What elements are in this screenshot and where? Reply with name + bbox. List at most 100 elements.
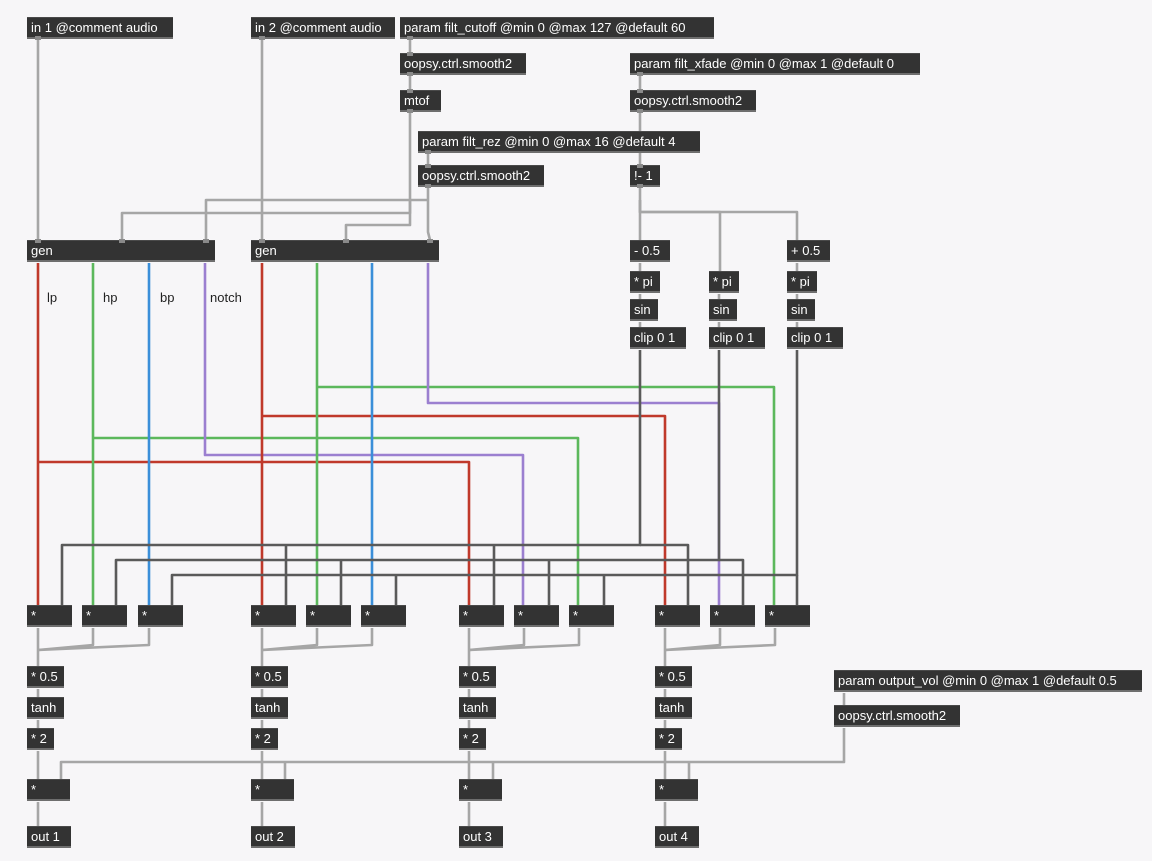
tanh-object-3[interactable]: tanh (459, 697, 496, 719)
label-hp: hp (103, 290, 118, 305)
mul-pi-object-1[interactable]: * pi (630, 271, 660, 293)
object-label: sin (634, 302, 651, 317)
object-label: sin (791, 302, 808, 317)
smooth-xfade-object[interactable]: oopsy.ctrl.smooth2 (630, 89, 756, 113)
patch-cord[interactable] (37, 628, 151, 652)
smooth-vol-object[interactable]: oopsy.ctrl.smooth2 (834, 705, 960, 727)
mul-object[interactable]: * (306, 605, 351, 627)
sin-object-2[interactable]: sin (709, 299, 737, 321)
hp-cord[interactable] (317, 385, 776, 605)
patch-cord[interactable] (59, 728, 846, 779)
lp-cord[interactable] (262, 414, 667, 605)
patch-cord[interactable] (120, 200, 412, 240)
patch-cord[interactable] (344, 113, 412, 240)
notch-cord[interactable] (426, 263, 721, 605)
patch-cord[interactable] (261, 628, 319, 652)
mul-object[interactable]: * (765, 605, 810, 627)
mul-object[interactable]: * (569, 605, 614, 627)
hp-cord[interactable] (93, 436, 580, 605)
mtof-object[interactable]: mtof (400, 89, 441, 113)
object-label: !- 1 (634, 168, 653, 183)
object-label: tanh (659, 700, 685, 715)
object-label: mtof (404, 93, 430, 108)
param-filt-cutoff-object[interactable]: param filt_cutoff @min 0 @max 127 @defau… (400, 17, 714, 40)
sin-object-1[interactable]: sin (630, 299, 658, 321)
out-3-object[interactable]: out 3 (459, 826, 503, 848)
patch-cord[interactable] (426, 188, 432, 241)
param-output-vol-object[interactable]: param output_vol @min 0 @max 1 @default … (834, 670, 1142, 692)
mul-object[interactable]: * (251, 605, 296, 627)
half-object-2[interactable]: * 0.5 (251, 666, 288, 688)
patch-cord[interactable] (204, 198, 428, 240)
clip-object-2[interactable]: clip 0 1 (709, 327, 765, 349)
vol-mul-object-4[interactable]: * (655, 779, 698, 801)
mul-object[interactable]: * (138, 605, 183, 627)
patch-cord[interactable] (664, 628, 777, 652)
object-label: clip 0 1 (634, 330, 676, 345)
mul-object[interactable]: * (361, 605, 406, 627)
lp-cord[interactable] (38, 460, 471, 605)
out-2-object[interactable]: out 2 (251, 826, 295, 848)
double-object-2[interactable]: * 2 (251, 728, 278, 750)
vol-mul-object-1[interactable]: * (27, 779, 70, 801)
param-filt-rez-object[interactable]: param filt_rez @min 0 @max 16 @default 4 (418, 131, 700, 154)
xfade-cord[interactable] (60, 350, 642, 605)
object-label: * (769, 608, 775, 623)
smooth-cutoff-object[interactable]: oopsy.ctrl.smooth2 (400, 52, 526, 76)
xfade-cord[interactable] (170, 350, 799, 605)
double-object-3[interactable]: * 2 (459, 728, 486, 750)
object-label: * (86, 608, 92, 623)
half-object-3[interactable]: * 0.5 (459, 666, 496, 688)
mul-object[interactable]: * (82, 605, 127, 627)
object-label: * 0.5 (463, 669, 490, 684)
xfade-cord[interactable] (114, 350, 721, 605)
smooth-rez-object[interactable]: oopsy.ctrl.smooth2 (418, 164, 544, 188)
clip-object-1[interactable]: clip 0 1 (630, 327, 686, 349)
sin-object-3[interactable]: sin (787, 299, 815, 321)
vol-mul-object-3[interactable]: * (459, 779, 502, 801)
mul-object[interactable]: * (459, 605, 504, 627)
gen-1-object[interactable]: gen (27, 239, 215, 262)
mul-pi-object-3[interactable]: * pi (787, 271, 817, 293)
object-label: * pi (791, 274, 810, 289)
vol-mul-object-2[interactable]: * (251, 779, 294, 801)
tanh-object-4[interactable]: tanh (655, 697, 692, 719)
in-1-object[interactable]: in 1 @comment audio (27, 17, 173, 40)
patch-cord[interactable] (261, 628, 374, 652)
object-label: out 1 (31, 829, 60, 844)
clip-object-3[interactable]: clip 0 1 (787, 327, 843, 349)
out-1-object[interactable]: out 1 (27, 826, 71, 848)
half-object-4[interactable]: * 0.5 (655, 666, 692, 688)
out-4-object[interactable]: out 4 (655, 826, 699, 848)
mul-object[interactable]: * (655, 605, 700, 627)
gen-2-object[interactable]: gen (251, 239, 439, 262)
notch-cord[interactable] (203, 263, 525, 605)
mul-pi-object-2[interactable]: * pi (709, 271, 739, 293)
object-label: * (310, 608, 316, 623)
tanh-object-2[interactable]: tanh (251, 697, 288, 719)
object-label: out 2 (255, 829, 284, 844)
mul-object[interactable]: * (710, 605, 755, 627)
plus-half-object[interactable]: + 0.5 (787, 240, 830, 262)
reverse-minus-object[interactable]: !- 1 (630, 164, 660, 188)
in-2-object[interactable]: in 2 @comment audio (251, 17, 395, 40)
patch-cord[interactable] (37, 628, 95, 652)
xfade-cord[interactable] (719, 558, 745, 605)
mul-object[interactable]: * (27, 605, 72, 627)
object-label: in 2 @comment audio (255, 20, 382, 35)
object-label: * pi (713, 274, 732, 289)
tanh-object-1[interactable]: tanh (27, 697, 64, 719)
mul-object[interactable]: * (514, 605, 559, 627)
half-object-1[interactable]: * 0.5 (27, 666, 64, 688)
double-object-4[interactable]: * 2 (655, 728, 682, 750)
patch-cord[interactable] (638, 200, 799, 240)
object-label: * (31, 782, 37, 797)
double-object-1[interactable]: * 2 (27, 728, 54, 750)
patch-cord[interactable] (664, 628, 722, 652)
xfade-cord[interactable] (640, 543, 690, 605)
patch-cord[interactable] (468, 628, 581, 652)
label-bp: bp (160, 290, 175, 305)
patch-cord[interactable] (468, 628, 526, 652)
param-filt-xfade-object[interactable]: param filt_xfade @min 0 @max 1 @default … (630, 53, 920, 76)
minus-half-object[interactable]: - 0.5 (630, 240, 670, 262)
